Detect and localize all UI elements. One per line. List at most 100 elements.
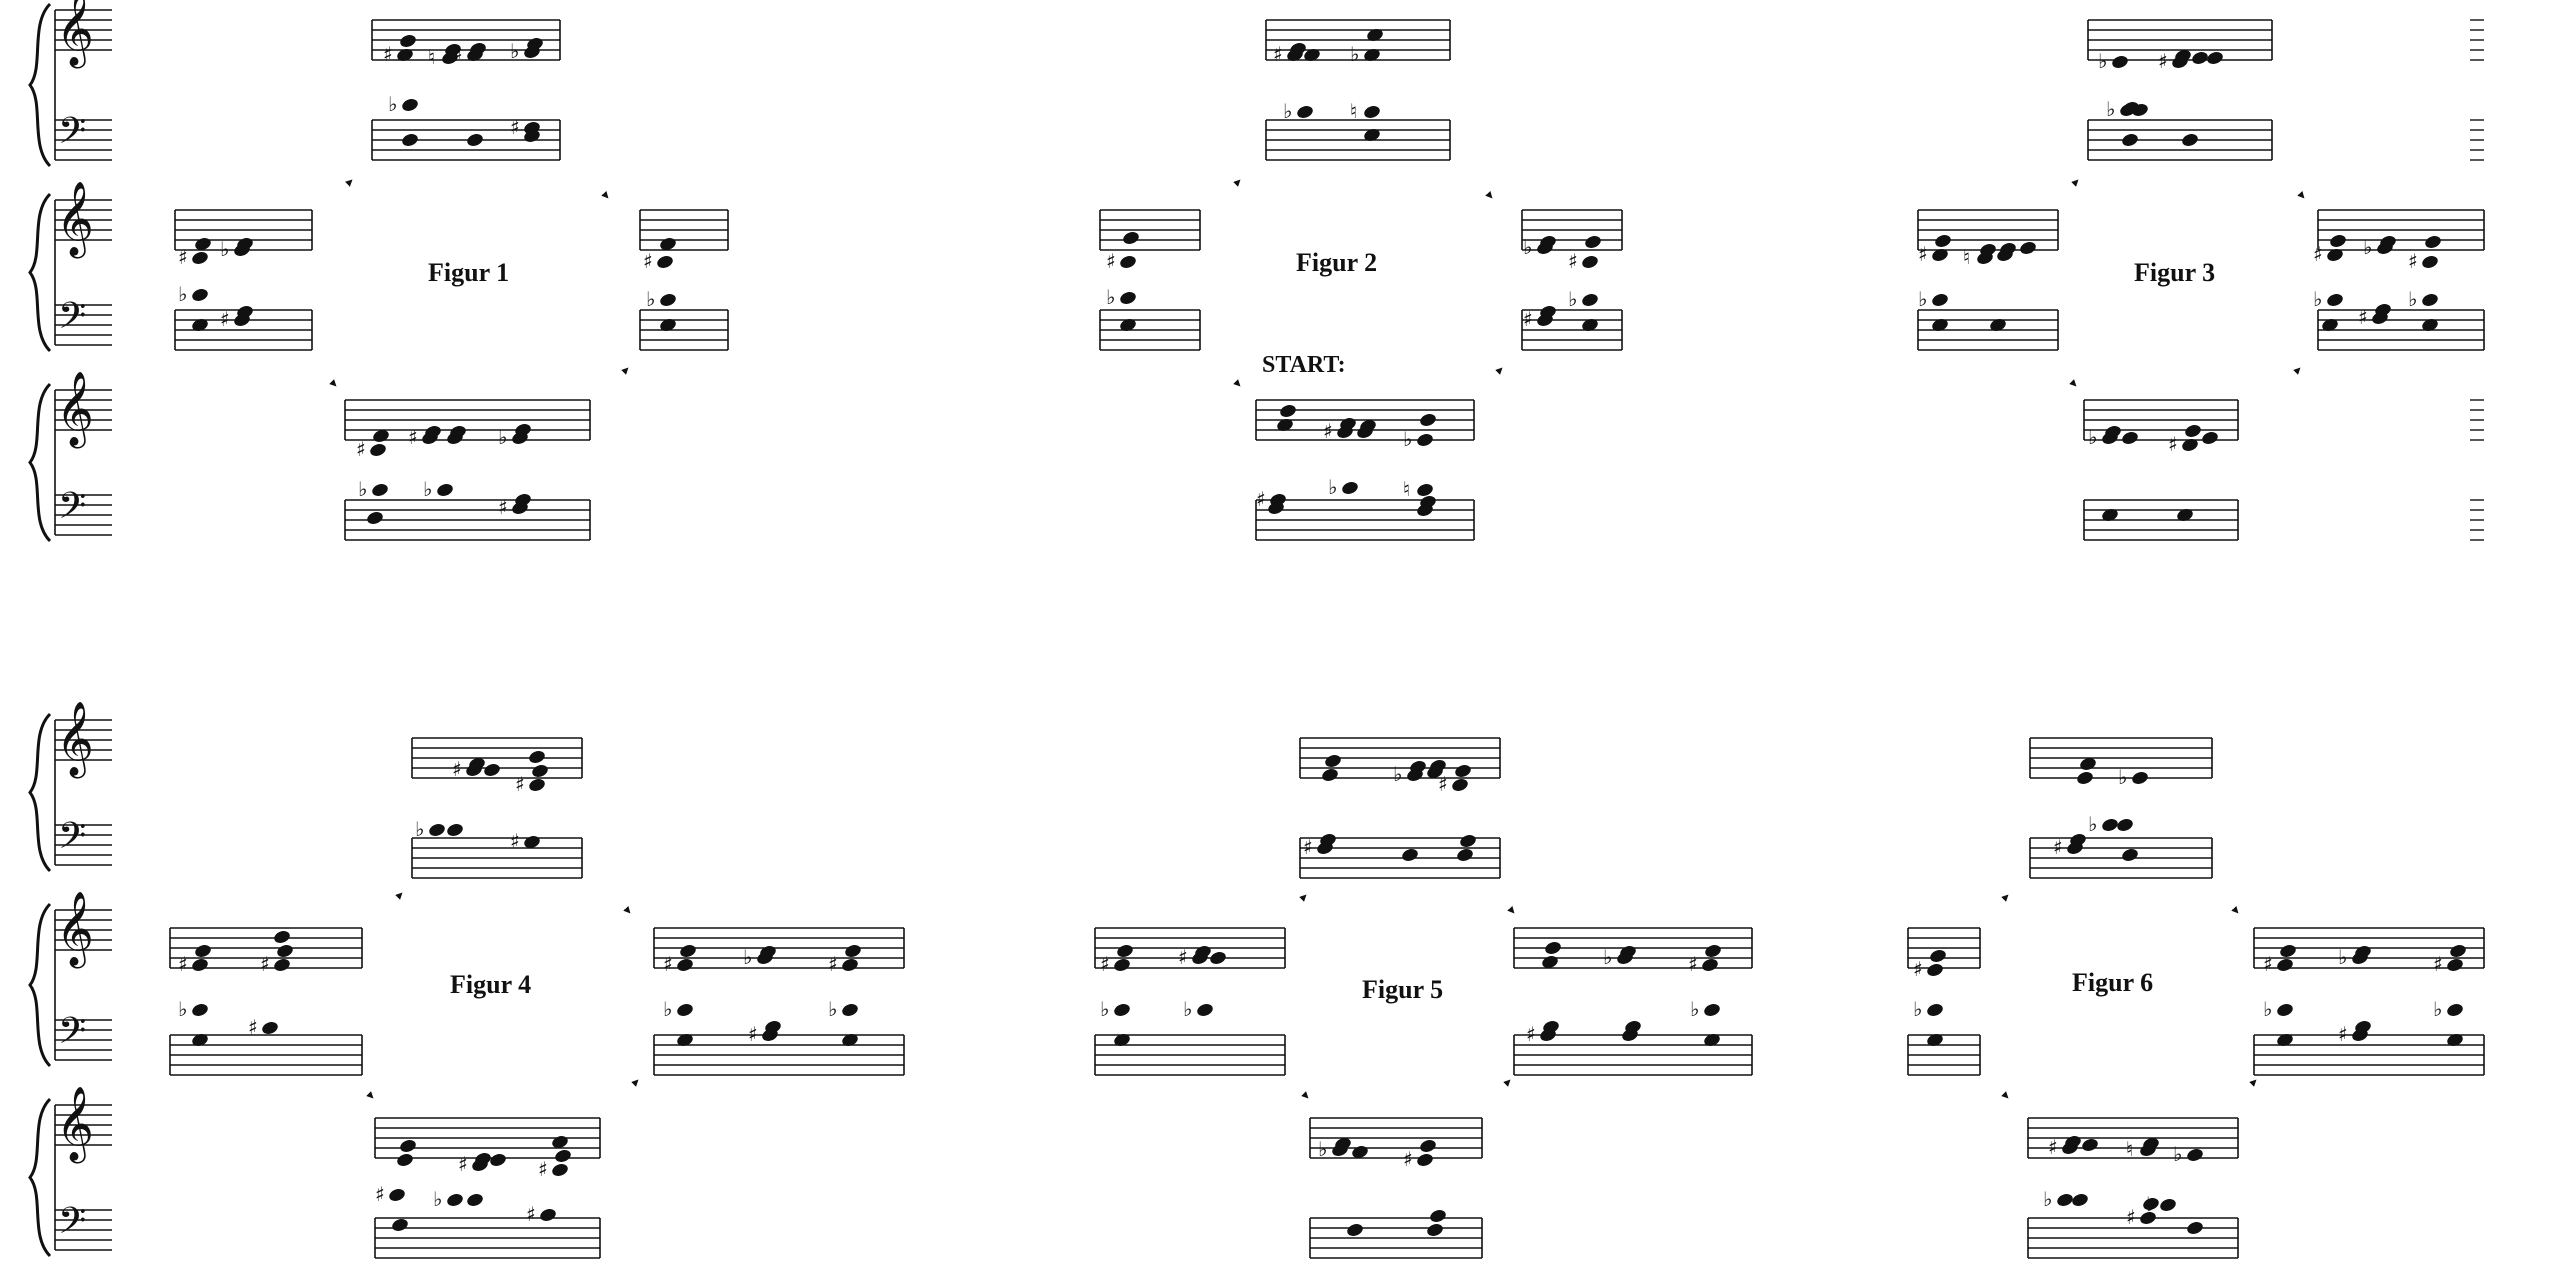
flat-icon: ♭ xyxy=(1106,285,1115,309)
sharp-icon: ♯ xyxy=(1100,952,1110,976)
note-head xyxy=(2425,236,2441,248)
sharp-icon: ♯ xyxy=(526,1202,536,1226)
note-head xyxy=(1430,760,1446,772)
flat-icon: ♭ xyxy=(1523,235,1532,259)
note-head xyxy=(2132,104,2148,116)
note-head xyxy=(1114,1004,1130,1016)
note-head xyxy=(1927,1034,1943,1046)
note-head xyxy=(392,1219,408,1231)
note-head xyxy=(1542,956,1558,968)
arrow-icon xyxy=(2001,1091,2009,1099)
arrow-icon xyxy=(2071,179,2079,187)
note-head xyxy=(2122,134,2138,146)
note-head xyxy=(192,289,208,301)
flat-icon: ♭ xyxy=(2106,97,2115,121)
note-head xyxy=(1455,765,1471,777)
bass-clef-icon: 𝄢 xyxy=(58,295,86,346)
note-head xyxy=(2327,249,2343,261)
note-head xyxy=(2207,52,2223,64)
figure-6-label: Figur 6 xyxy=(2072,968,2154,997)
note-head xyxy=(1367,29,1383,41)
note-head xyxy=(1704,1004,1720,1016)
flat-icon: ♭ xyxy=(663,997,672,1021)
arrow-icon xyxy=(621,367,629,375)
note-head xyxy=(192,959,208,971)
note-head xyxy=(1427,1224,1443,1236)
sharp-icon: ♯ xyxy=(1526,1022,1536,1046)
bass-staff xyxy=(1908,1034,1980,1076)
flat-icon: ♭ xyxy=(220,237,229,261)
flat-icon: ♭ xyxy=(2118,765,2127,789)
note-head xyxy=(1420,414,1436,426)
flat-icon: ♭ xyxy=(2433,997,2442,1021)
note-head xyxy=(373,430,389,442)
note-head xyxy=(367,512,383,524)
sharp-icon: ♯ xyxy=(2158,49,2168,73)
bass-staff xyxy=(1310,1217,1482,1259)
bass-staff xyxy=(2088,119,2272,161)
arrow-icon xyxy=(1507,905,1515,914)
note-head xyxy=(2447,959,2463,971)
sharp-icon: ♯ xyxy=(2358,305,2368,329)
note-head xyxy=(1123,232,1139,244)
treble-clef-icon: 𝄞 xyxy=(56,0,94,69)
sharp-icon: ♯ xyxy=(1523,307,1533,331)
flat-icon: ♭ xyxy=(498,425,507,449)
flat-icon: ♭ xyxy=(2173,1142,2182,1166)
treble-clef-icon: 𝄞 xyxy=(56,702,94,779)
note-head xyxy=(397,1154,413,1166)
bass-staff xyxy=(55,494,112,536)
sharp-icon: ♯ xyxy=(1438,772,1448,796)
note-head xyxy=(1120,292,1136,304)
flat-icon: ♭ xyxy=(2088,812,2097,836)
note-head xyxy=(1543,1021,1559,1033)
arrow-icon xyxy=(2297,190,2305,199)
note-head xyxy=(1120,319,1136,331)
note-layer: ♯♮♯♭♭♯♯♭♭♯♯♭♯♯♭♭♭♯♯♭♭♮♯♭♭♯♯♭♯♭♯♭♮♭♯♯♭♯♮♯… xyxy=(178,29,2466,1236)
flat-icon: ♭ xyxy=(178,997,187,1021)
note-head xyxy=(372,484,388,496)
arrow-layer xyxy=(329,179,2305,1099)
note-head xyxy=(469,758,485,770)
note-head xyxy=(1582,319,1598,331)
sharp-icon: ♯ xyxy=(1403,1147,1413,1171)
note-head xyxy=(515,494,531,506)
note-head xyxy=(1540,306,1556,318)
note-head xyxy=(1320,834,1336,846)
note-head xyxy=(400,1140,416,1152)
note-head xyxy=(660,294,676,306)
bass-staff xyxy=(55,119,112,161)
note-head xyxy=(1280,405,1296,417)
note-head xyxy=(1364,129,1380,141)
note-head xyxy=(1417,1154,1433,1166)
sharp-icon: ♯ xyxy=(1918,242,1928,266)
flat-icon: ♭ xyxy=(1403,427,1412,451)
sharp-icon: ♯ xyxy=(1303,835,1313,859)
note-head xyxy=(467,1194,483,1206)
note-head xyxy=(1420,496,1436,508)
arrow-icon xyxy=(2293,367,2301,375)
arrow-icon xyxy=(1503,1079,1511,1087)
note-head xyxy=(1930,950,1946,962)
sharp-icon: ♯ xyxy=(1413,759,1423,783)
note-head xyxy=(524,130,540,142)
treble-staff xyxy=(345,399,590,441)
arrow-icon xyxy=(2231,905,2239,914)
bass-staff xyxy=(55,304,112,346)
note-head xyxy=(397,49,413,61)
sharp-icon: ♯ xyxy=(643,249,653,273)
bass-staff xyxy=(1100,309,1200,351)
figure-5-label: Figur 5 xyxy=(1362,975,1444,1004)
treble-staff xyxy=(1266,19,1450,61)
flat-icon: ♭ xyxy=(178,282,187,306)
staff xyxy=(2470,19,2484,61)
note-head xyxy=(192,1034,208,1046)
treble-staff xyxy=(55,389,112,431)
sharp-icon: ♯ xyxy=(828,952,838,976)
treble-staff xyxy=(55,909,112,951)
note-head xyxy=(192,1004,208,1016)
note-head xyxy=(2102,819,2118,831)
note-head xyxy=(2192,52,2208,64)
bass-staff xyxy=(2318,309,2484,351)
note-head xyxy=(450,426,466,438)
